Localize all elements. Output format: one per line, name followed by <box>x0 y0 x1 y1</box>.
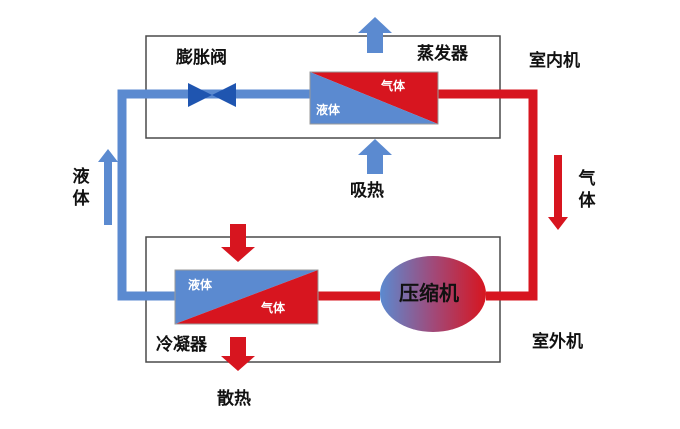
dissipate-heat-arrow-icon <box>221 337 255 371</box>
gas-flow-arrow-icon <box>548 155 568 230</box>
indoor-unit-label: 室内机 <box>529 51 580 71</box>
expansion-valve-icon <box>188 83 236 107</box>
evaporator-label: 蒸发器 <box>417 44 468 64</box>
condenser-label: 冷凝器 <box>156 335 207 355</box>
expansion-valve-label: 膨胀阀 <box>176 48 227 68</box>
outdoor-unit-label: 室外机 <box>532 332 583 352</box>
evaporator-out-arrow-icon <box>358 17 392 53</box>
absorb-heat-label: 吸热 <box>350 181 384 201</box>
liquid-pipe <box>117 89 310 301</box>
compressor-label: 压缩机 <box>399 281 459 305</box>
gas-pipe-evaporator-out <box>438 89 538 301</box>
liquid-side-label: 液体 <box>72 167 90 209</box>
evaporator-gas-label: 气体 <box>381 79 406 93</box>
evaporator-liquid-label: 液体 <box>316 103 341 117</box>
indoor-unit-box <box>145 35 501 139</box>
absorb-heat-arrow-icon <box>358 139 392 174</box>
liquid-flow-arrow-icon <box>98 149 118 225</box>
gas-side-label: 气体 <box>578 169 596 211</box>
condenser-block <box>174 269 319 325</box>
evaporator-block <box>309 71 439 125</box>
compressor-icon <box>380 256 486 332</box>
condenser-gas-label: 气体 <box>261 301 286 315</box>
dissipate-heat-label: 散热 <box>217 389 251 409</box>
condenser-liquid-label: 液体 <box>188 278 213 292</box>
condenser-in-arrow-icon <box>221 224 255 262</box>
